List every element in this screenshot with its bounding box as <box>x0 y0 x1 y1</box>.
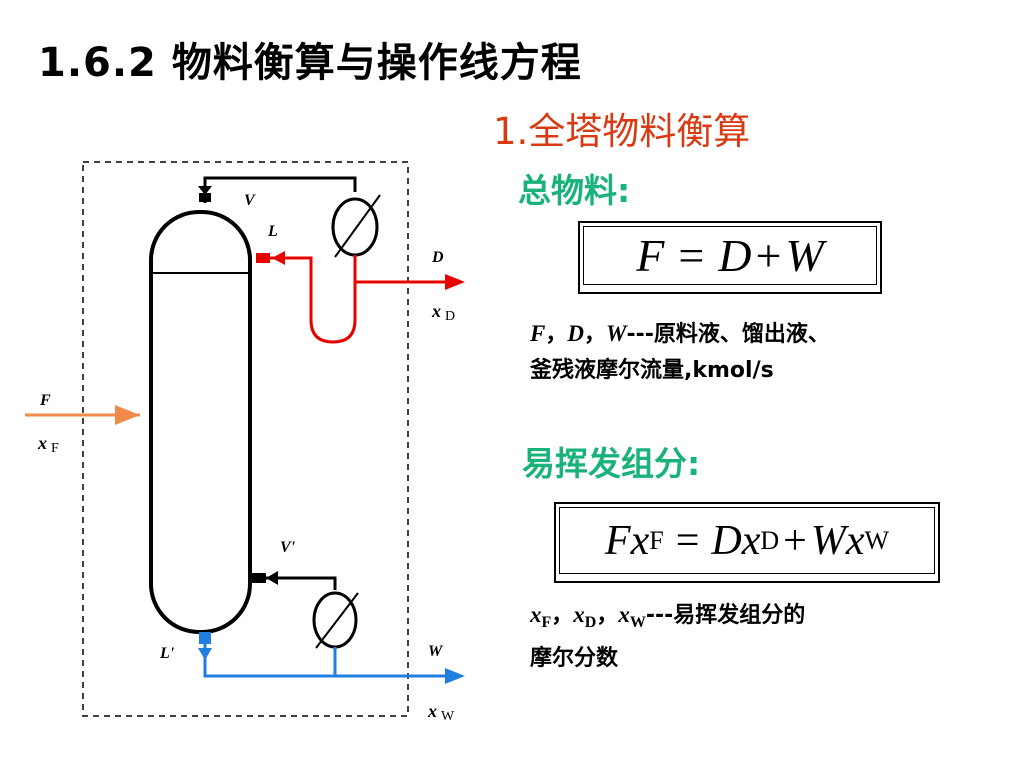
volatile-balance-label: 易挥发组分: <box>522 444 701 483</box>
total-balance-label: 总物料: <box>518 171 631 210</box>
desc1-D: D <box>567 321 584 346</box>
bottoms-arrow-down <box>198 648 212 660</box>
eq2-equals: = <box>675 517 700 564</box>
desc2-sub-F: F <box>541 614 552 631</box>
desc2-text1: ---易挥发组分的 <box>645 603 806 628</box>
total-balance-equation: F = D + W <box>578 221 882 294</box>
label-xW-x: x <box>427 701 437 721</box>
desc2-x: x <box>530 602 542 627</box>
bottoms-arrow <box>445 668 465 684</box>
label-xD-x: x <box>431 301 441 321</box>
desc2-sep: ， <box>551 603 574 628</box>
eq2-F: F <box>604 517 631 564</box>
eq2-sub-D: D <box>760 525 780 555</box>
eq2-D: D <box>711 517 742 564</box>
desc1-sep: ， <box>583 322 606 347</box>
label-F: F <box>39 392 51 409</box>
label-xF-x: x <box>37 433 47 453</box>
desc1-sep: ， <box>545 322 568 347</box>
label-xF-sub: F <box>51 441 59 456</box>
section-heading: 1.全塔物料衡算 <box>493 110 751 153</box>
label-xD-sub: D <box>445 309 455 324</box>
volatile-balance-description: xF，xD，xW---易挥发组分的 摩尔分数 <box>530 597 805 677</box>
desc1-F: F <box>530 321 546 346</box>
desc2-x: x <box>618 602 630 627</box>
eq1-plus: + <box>755 230 782 281</box>
eq1-D: D <box>718 230 752 281</box>
label-W: W <box>428 643 444 660</box>
desc2-sub-W: W <box>629 614 646 631</box>
eq1-F: F <box>636 230 665 281</box>
eq2-sub-F: F <box>649 525 664 555</box>
eq1-W: W <box>785 230 824 281</box>
label-V: V <box>244 192 256 209</box>
eq2-x2: x <box>741 517 761 564</box>
reboiler-vapor-line <box>250 576 337 590</box>
distillate-arrow <box>445 274 465 290</box>
desc1-text1: ---原料液、馏出液、 <box>626 322 830 347</box>
desc2-text2: 摩尔分数 <box>530 646 619 671</box>
vapor-arrow <box>198 186 212 195</box>
condenser-slash <box>334 194 381 258</box>
label-Lprime: L' <box>159 645 175 662</box>
page-title: 1.6.2 物料衡算与操作线方程 <box>38 40 582 86</box>
label-D: D <box>431 249 444 266</box>
vapor-nozzle <box>199 193 211 202</box>
reflux-arrow <box>272 251 285 265</box>
desc2-sub-D: D <box>584 614 597 631</box>
eq1-equals: = <box>678 230 705 281</box>
bottoms-nozzle <box>199 632 211 644</box>
label-xW-sub: W <box>441 709 455 724</box>
eq2-x3: x <box>845 517 865 564</box>
total-balance-description: F，D，W---原料液、馏出液、 釜残液摩尔流量,kmol/s <box>530 316 830 389</box>
reflux-nozzle <box>256 253 270 263</box>
label-L: L <box>267 223 278 240</box>
reboiler-slash <box>315 592 359 649</box>
desc2-sep: ， <box>596 603 619 628</box>
reboiler <box>312 591 358 649</box>
reflux-line <box>270 256 357 344</box>
eq2-W: W <box>810 517 846 564</box>
feed-arrow <box>115 405 140 425</box>
desc2-x: x <box>573 602 585 627</box>
reboiler-vapor-arrow <box>266 571 278 585</box>
label-Vprime: V' <box>280 539 296 556</box>
desc1-W: W <box>606 321 627 346</box>
column-shell <box>149 210 252 634</box>
eq2-sub-W: W <box>864 525 890 555</box>
eq2-plus: + <box>783 517 807 564</box>
desc1-text2: 釜残液摩尔流量,kmol/s <box>530 358 774 383</box>
bottoms-line <box>203 632 455 678</box>
vapor-line <box>203 176 357 203</box>
reboiler-vapor-nozzle <box>252 573 266 583</box>
eq2-x1: x <box>630 517 650 564</box>
